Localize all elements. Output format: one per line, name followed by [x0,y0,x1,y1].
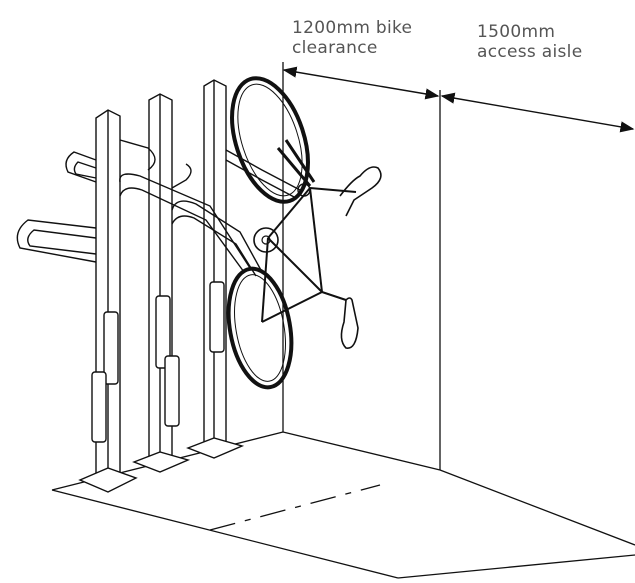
wall-lines [282,62,441,470]
bicycle [226,76,382,390]
bike-fork [276,139,316,187]
rack-post-2 [132,93,191,473]
rack-post-1 [78,109,138,493]
access-aisle-label: 1500mm access aisle [477,22,582,62]
rack-post-3 [186,79,245,459]
rack-posts [78,79,245,493]
access-aisle-arrow [440,92,635,133]
rack-arm-3 [119,173,251,269]
bike-clearance-label-line2: clearance [292,38,378,58]
rack-arm-4 [171,200,263,273]
bike-frame [261,187,357,323]
access-aisle-label-line2: access aisle [477,42,583,62]
access-aisle-label-line1: 1500mm [477,22,556,42]
dimension-arrows [282,66,635,133]
rack-arm-2 [16,219,97,263]
floor-outline [51,431,635,579]
bike-rear-wheel [226,266,294,390]
bike-chainring [253,227,279,253]
bike-clearance-arrow [282,66,440,100]
bike-saddle [340,297,359,349]
rack-arms [16,139,301,277]
bike-clearance-label: 1200mm bike clearance [292,18,412,58]
floor-dash-line [209,484,381,531]
bike-handlebars [339,166,382,217]
bike-clearance-label-line1: 1200mm bike [292,18,413,38]
rack-arm-1 [65,151,97,183]
bike-front-wheel [230,76,310,204]
